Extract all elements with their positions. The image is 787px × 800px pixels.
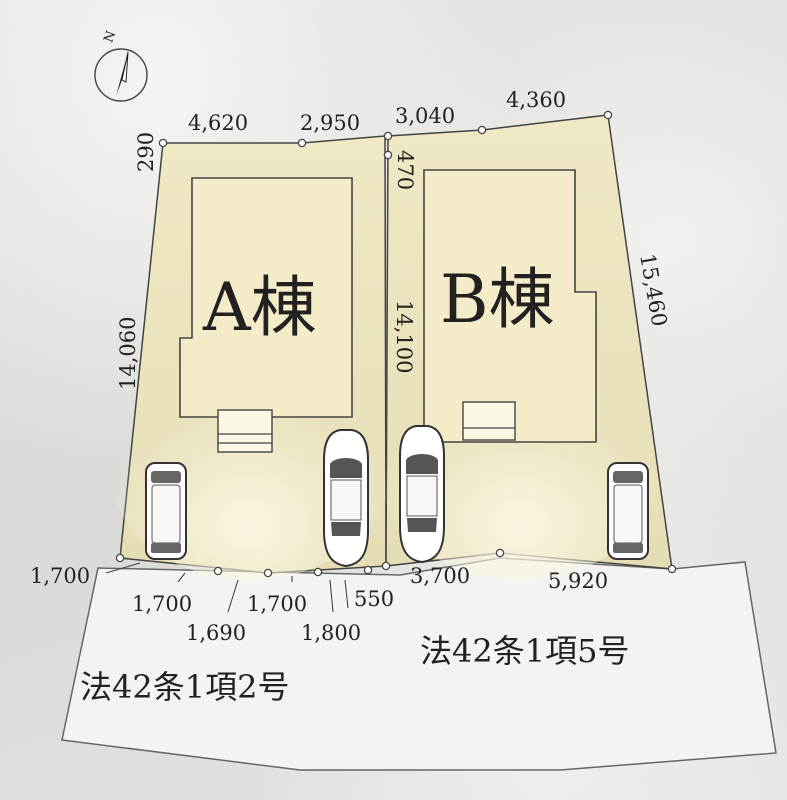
- car-icon-sedan-a: [323, 429, 369, 568]
- building-b: [423, 169, 597, 443]
- dim-bottom-5: 1,800: [301, 621, 361, 645]
- dim-top-b-left: 3,040: [395, 104, 455, 128]
- north-label: N: [101, 29, 119, 45]
- dimension-leaders: [105, 562, 349, 613]
- building-a: [179, 177, 353, 418]
- dim-top-a-left: 4,620: [188, 111, 248, 135]
- car-icon-small-b: [607, 462, 649, 560]
- dim-top-b-right: 4,360: [506, 88, 566, 112]
- building-a-label: A棟: [202, 269, 317, 346]
- building-b-label: B棟: [440, 261, 555, 338]
- car-icon-small-a: [145, 462, 187, 560]
- car-icon-sedan-b: [399, 425, 445, 564]
- road: [61, 557, 777, 771]
- road-label-right: 法42条1項5号: [420, 632, 629, 670]
- dim-side-middle: 14,100: [392, 300, 416, 373]
- north-arrow-icon: [94, 48, 148, 102]
- dim-bottom-4: 1,690: [186, 621, 246, 645]
- dim-bottom-6: 550: [354, 587, 394, 611]
- building-a-entrance: [217, 409, 273, 453]
- dim-bottom-7: 3,700: [410, 564, 470, 588]
- dim-corner-a: 290: [134, 132, 158, 172]
- building-b-entrance: [462, 401, 516, 441]
- road-label-left: 法42条1項2号: [80, 668, 289, 706]
- dim-side-a-left: 14,060: [116, 317, 140, 390]
- dim-bottom-1: 1,700: [30, 564, 90, 588]
- dim-bottom-8: 5,920: [548, 569, 608, 593]
- boundary-markers: [115, 110, 677, 578]
- dim-corner-b: 470: [393, 150, 417, 190]
- dim-top-a-right: 2,950: [300, 111, 360, 135]
- dim-bottom-2: 1,700: [132, 592, 192, 616]
- dim-side-b-right: 15,460: [635, 252, 671, 329]
- dim-bottom-3: 1,700: [247, 592, 307, 616]
